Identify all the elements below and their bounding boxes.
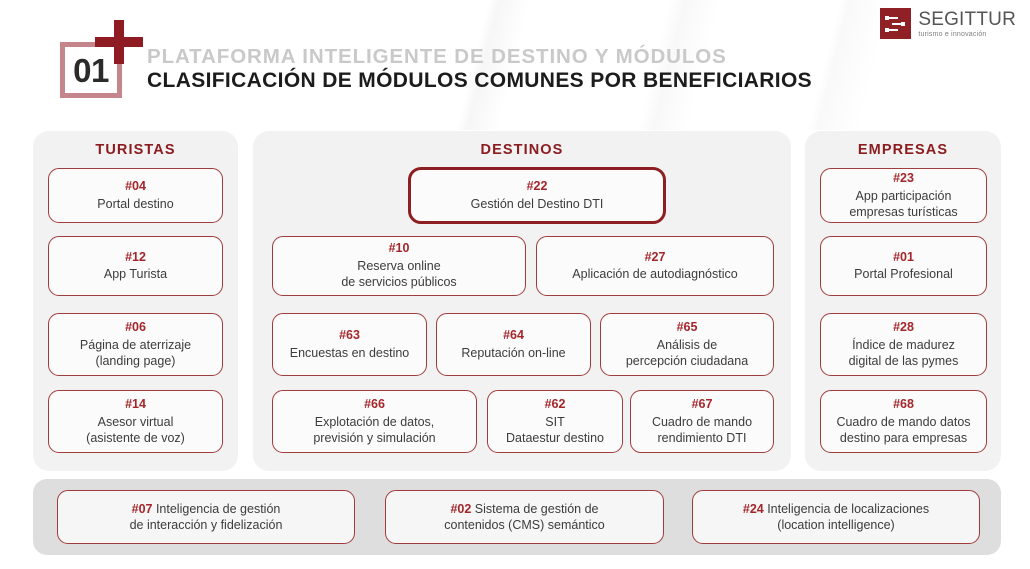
module-label: Cuadro de mando rendimiento DTI bbox=[651, 414, 753, 445]
module-number: #23 bbox=[893, 170, 914, 185]
module-label: Índice de madurez digital de las pymes bbox=[848, 337, 959, 368]
module-label: Gestión del Destino DTI bbox=[470, 196, 604, 211]
module-number: #12 bbox=[125, 249, 146, 264]
columns-area: TURISTAS DESTINOS EMPRESAS #04 Portal de… bbox=[0, 131, 1030, 471]
module-number: #04 bbox=[125, 179, 146, 194]
module-number: #68 bbox=[893, 396, 914, 411]
module-card[interactable]: #64 Reputación on-line bbox=[436, 313, 591, 376]
module-label: Asesor virtual (asistente de voz) bbox=[86, 414, 185, 445]
common-module-text: #24 Inteligencia de localizaciones (loca… bbox=[743, 501, 929, 534]
module-number: #64 bbox=[503, 328, 524, 343]
module-number: #27 bbox=[644, 249, 666, 264]
module-number: #14 bbox=[125, 396, 146, 411]
module-card[interactable]: #68 Cuadro de mando datos destino para e… bbox=[820, 390, 987, 453]
module-number: #67 bbox=[691, 396, 713, 411]
module-number: #24 bbox=[742, 501, 764, 516]
logo-name: SEGITTUR bbox=[918, 8, 1016, 30]
logo-wordmark: SEGITTUR turismo e innovación bbox=[918, 10, 1016, 38]
common-modules-bar: #07 Inteligencia de gestión de interacci… bbox=[33, 479, 1001, 555]
section-number-badge: 01 bbox=[60, 42, 122, 98]
module-number: #63 bbox=[339, 328, 360, 343]
module-card[interactable]: #14 Asesor virtual (asistente de voz) bbox=[48, 390, 223, 453]
panel-title-destinos: DESTINOS bbox=[480, 142, 564, 158]
module-number: #06 bbox=[125, 319, 146, 334]
panel-title-turistas: TURISTAS bbox=[95, 142, 176, 158]
module-number: #10 bbox=[388, 241, 410, 256]
module-card[interactable]: #63 Encuestas en destino bbox=[272, 313, 427, 376]
common-module-text: #02 Sistema de gestión de contenidos (CM… bbox=[444, 501, 604, 534]
module-label: Análisis de percepción ciudadana bbox=[625, 337, 749, 368]
module-card[interactable]: #06 Página de aterrizaje (landing page) bbox=[48, 313, 223, 376]
module-card[interactable]: #01 Portal Profesional bbox=[820, 236, 987, 296]
segittur-logo: SEGITTUR turismo e innovación bbox=[880, 8, 1016, 39]
module-number: #02 bbox=[450, 501, 472, 516]
module-label: Portal destino bbox=[97, 196, 174, 211]
module-label: SIT Dataestur destino bbox=[506, 414, 604, 445]
module-number: #01 bbox=[893, 249, 914, 264]
module-label: App Turista bbox=[103, 267, 168, 282]
module-card[interactable]: #28 Índice de madurez digital de las pym… bbox=[820, 313, 987, 376]
logo-tagline: turismo e innovación bbox=[918, 30, 987, 38]
module-label: Explotación de datos, previsión y simula… bbox=[313, 414, 436, 445]
module-card[interactable]: #67 Cuadro de mando rendimiento DTI bbox=[630, 390, 774, 453]
module-card[interactable]: #12 App Turista bbox=[48, 236, 223, 296]
page-subtitle: PLATAFORMA INTELIGENTE DE DESTINO Y MÓDU… bbox=[147, 45, 727, 68]
module-number: #07 bbox=[131, 501, 153, 516]
common-module-card[interactable]: #24 Inteligencia de localizaciones (loca… bbox=[692, 490, 980, 544]
module-number: #22 bbox=[526, 179, 548, 194]
section-number: 01 bbox=[73, 51, 109, 89]
module-card-highlighted[interactable]: #22 Gestión del Destino DTI bbox=[408, 167, 666, 224]
module-card[interactable]: #62 SIT Dataestur destino bbox=[487, 390, 623, 453]
module-number: #28 bbox=[893, 319, 914, 334]
module-label: Inteligencia de gestión de interacción y… bbox=[129, 501, 283, 533]
module-label: Reserva online de servicios públicos bbox=[341, 259, 457, 290]
module-label: Inteligencia de localizaciones (location… bbox=[767, 501, 930, 533]
module-card[interactable]: #23 App participación empresas turística… bbox=[820, 168, 987, 223]
module-label: Sistema de gestión de contenidos (CMS) s… bbox=[444, 501, 605, 533]
module-card[interactable]: #10 Reserva online de servicios públicos bbox=[272, 236, 526, 296]
module-label: Portal Profesional bbox=[854, 267, 953, 282]
segittur-circuit-icon bbox=[880, 8, 912, 39]
module-card[interactable]: #66 Explotación de datos, previsión y si… bbox=[272, 390, 477, 453]
module-card[interactable]: #27 Aplicación de autodiagnóstico bbox=[536, 236, 774, 296]
module-label: App participación empresas turísticas bbox=[849, 188, 958, 219]
module-number: #66 bbox=[364, 396, 385, 411]
common-module-card[interactable]: #07 Inteligencia de gestión de interacci… bbox=[57, 490, 355, 544]
module-label: Aplicación de autodiagnóstico bbox=[572, 267, 738, 282]
module-card[interactable]: #65 Análisis de percepción ciudadana bbox=[600, 313, 774, 376]
module-card[interactable]: #04 Portal destino bbox=[48, 168, 223, 223]
module-label: Cuadro de mando datos destino para empre… bbox=[836, 414, 971, 445]
panel-title-empresas: EMPRESAS bbox=[857, 142, 949, 158]
module-label: Reputación on-line bbox=[461, 345, 566, 360]
page-title: CLASIFICACIÓN DE MÓDULOS COMUNES POR BEN… bbox=[147, 69, 813, 93]
common-module-card[interactable]: #02 Sistema de gestión de contenidos (CM… bbox=[385, 490, 664, 544]
module-label: Página de aterrizaje (landing page) bbox=[79, 337, 192, 368]
module-number: #65 bbox=[676, 319, 698, 334]
header-titles: PLATAFORMA INTELIGENTE DE DESTINO Y MÓDU… bbox=[147, 45, 813, 93]
module-label: Encuestas en destino bbox=[289, 345, 410, 360]
module-number: #62 bbox=[544, 396, 566, 411]
common-module-text: #07 Inteligencia de gestión de interacci… bbox=[130, 501, 283, 534]
